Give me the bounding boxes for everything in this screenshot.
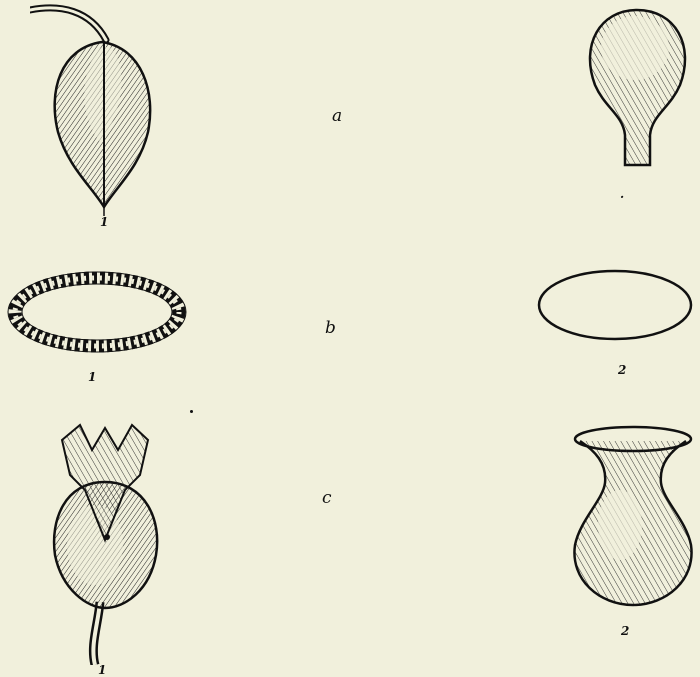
figure-number-a-right: .: [620, 188, 624, 200]
capsule-flower-figure: [40, 420, 170, 665]
stray-dot: [190, 410, 193, 413]
bulb-vessel-figure: [575, 0, 700, 170]
oval-outline-figure: [535, 265, 700, 345]
figure-number-c-right: 2: [621, 625, 629, 637]
figure-number-c-left: 1: [98, 664, 106, 676]
vase-figure: [565, 425, 700, 610]
figure-number-b-right: 2: [618, 364, 626, 376]
fruit-pod-figure: [30, 2, 170, 217]
row-label-a: a: [332, 108, 342, 125]
figure-number-a-left: 1: [100, 216, 108, 228]
figure-number-b-left: 1: [88, 371, 96, 383]
wreath-ring-figure: [3, 262, 191, 362]
row-label-c: c: [322, 490, 332, 507]
row-label-b: b: [325, 320, 336, 337]
